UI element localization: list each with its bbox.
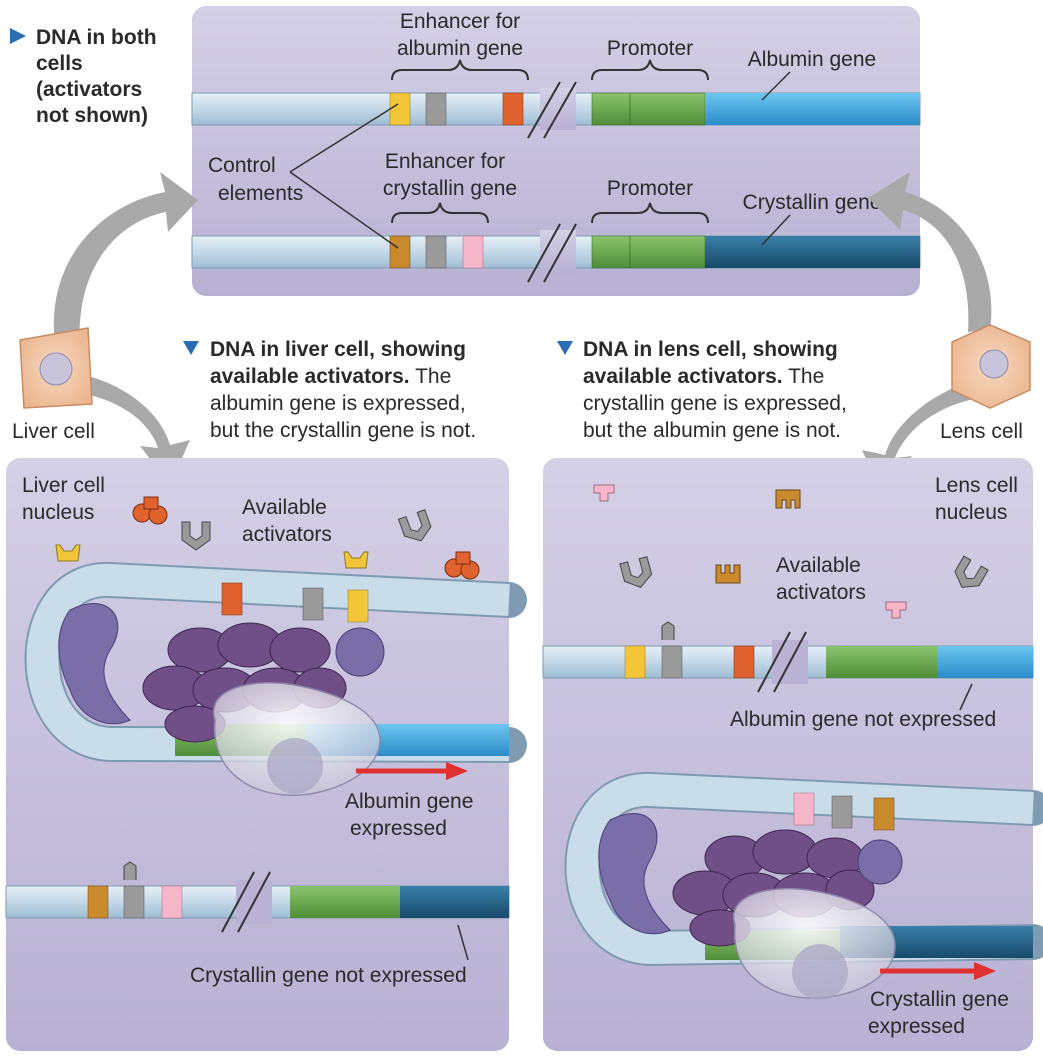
enhancer-crystallin-label-2: crystallin gene <box>383 177 517 200</box>
promoter-label: Promoter <box>607 37 693 60</box>
svg-text:Albumin gene not expressed: Albumin gene not expressed <box>730 708 996 731</box>
albumin-dna-strand <box>191 81 921 139</box>
svg-text:(activators: (activators <box>36 78 142 101</box>
triangle-down-icon <box>183 341 199 355</box>
gray-control-element <box>425 92 447 126</box>
activator-pink-2 <box>885 601 907 619</box>
control-elements-label-2: elements <box>218 182 303 205</box>
svg-text:but the albumin gene is not.: but the albumin gene is not. <box>583 419 841 442</box>
triangle-right-icon <box>10 28 26 44</box>
general-transcription-factor <box>335 627 385 677</box>
activator-brown <box>775 489 801 509</box>
promoter-brace <box>591 59 709 81</box>
top-heading: DNA in both cells (activators not shown) <box>10 26 157 127</box>
albumin-enhancer-brace <box>391 59 529 81</box>
orange-control-element <box>502 92 524 126</box>
activator-brown-2 <box>715 564 741 584</box>
svg-text:Crystallin gene: Crystallin gene <box>870 988 1009 1011</box>
svg-text:Lens cell: Lens cell <box>935 474 1018 497</box>
svg-text:Liver cell: Liver cell <box>22 474 105 497</box>
svg-text:available activators. The: available activators. The <box>583 365 824 388</box>
activator-orange <box>132 496 168 525</box>
expression-arrow-head-icon <box>974 962 996 980</box>
svg-text:Crystallin gene not expressed: Crystallin gene not expressed <box>190 964 467 987</box>
svg-text:nucleus: nucleus <box>935 501 1007 524</box>
promoter-segment-1 <box>591 92 631 126</box>
promoter-label-2: Promoter <box>607 177 693 200</box>
brown-control-element <box>389 235 411 269</box>
albumin-gene-label: Albumin gene <box>748 48 876 71</box>
svg-text:available activators. The: available activators. The <box>210 365 451 388</box>
lens-cell: Lens cell <box>940 324 1031 443</box>
enhancer-albumin-label-1: Enhancer for <box>400 10 520 33</box>
svg-text:expressed: expressed <box>868 1015 965 1038</box>
activator-yellow-2 <box>343 551 369 569</box>
activator-yellow <box>55 544 81 562</box>
svg-text:Albumin gene: Albumin gene <box>345 790 473 813</box>
svg-text:DNA in lens cell, showing: DNA in lens cell, showing <box>583 338 838 361</box>
svg-text:activators: activators <box>776 581 866 604</box>
expression-arrow-head-icon <box>446 762 468 780</box>
liver-cell: Liver cell <box>12 327 95 443</box>
svg-text:Available: Available <box>242 496 327 519</box>
control-elements-label-1: Control <box>208 154 276 177</box>
lens-albumin-strand <box>542 621 1034 711</box>
crystallin-gene-segment <box>705 236 920 268</box>
crystallin-dna-strand <box>191 223 921 283</box>
svg-text:DNA in both: DNA in both <box>36 26 157 49</box>
albumin-gene-segment <box>705 93 920 125</box>
arrow-liver-down <box>68 372 190 485</box>
svg-text:not shown): not shown) <box>36 104 148 127</box>
triangle-down-icon <box>557 341 573 355</box>
activator-gray-2 <box>397 509 432 542</box>
lens-heading: DNA in lens cell, showing available acti… <box>557 338 847 442</box>
promoter-segment-2 <box>629 92 706 126</box>
arrow-lens-up <box>868 172 992 332</box>
svg-text:crystallin gene is expressed,: crystallin gene is expressed, <box>583 392 847 415</box>
yellow-control-element <box>389 92 411 126</box>
control-elements-pointer-2 <box>289 171 399 249</box>
control-elements-pointer-1 <box>289 103 399 173</box>
activator-orange-2 <box>444 551 480 580</box>
enhancer-crystallin-label-1: Enhancer for <box>385 150 505 173</box>
liver-crystallin-strand <box>5 861 510 961</box>
liver-cell-label: Liver cell <box>12 420 95 443</box>
svg-text:albumin gene is expressed,: albumin gene is expressed, <box>210 392 466 415</box>
lens-cell-label: Lens cell <box>940 420 1023 443</box>
activator-gray-4 <box>954 555 989 588</box>
liver-panel: Liver cell nucleus Available activators <box>5 458 527 1051</box>
dna-bending-protein <box>58 603 131 725</box>
activator-gray <box>181 521 211 551</box>
activator-pink <box>593 484 615 502</box>
lens-panel: Lens cell nucleus Available activators A… <box>542 458 1043 1051</box>
top-panel: Enhancer for albumin gene Promoter Album… <box>191 6 921 296</box>
gray-control-element <box>425 235 447 269</box>
svg-text:but the crystallin gene is not: but the crystallin gene is not. <box>210 419 476 442</box>
svg-text:DNA in liver cell, showing: DNA in liver cell, showing <box>210 338 466 361</box>
crystallin-enhancer-brace <box>391 202 489 224</box>
activator-gray-3 <box>619 556 653 588</box>
pink-control-element <box>462 235 484 269</box>
arrow-liver-up <box>53 172 199 348</box>
liver-heading: DNA in liver cell, showing available act… <box>183 338 476 442</box>
crystallin-gene-label: Crystallin gene <box>743 191 882 214</box>
svg-text:activators: activators <box>242 523 332 546</box>
svg-text:cells: cells <box>36 52 83 75</box>
svg-text:nucleus: nucleus <box>22 501 94 524</box>
enhancer-albumin-label-2: albumin gene <box>397 37 523 60</box>
svg-text:expressed: expressed <box>350 817 447 840</box>
svg-text:Available: Available <box>776 554 861 577</box>
looped-dna <box>26 564 510 761</box>
promoter-brace-2 <box>591 202 709 224</box>
